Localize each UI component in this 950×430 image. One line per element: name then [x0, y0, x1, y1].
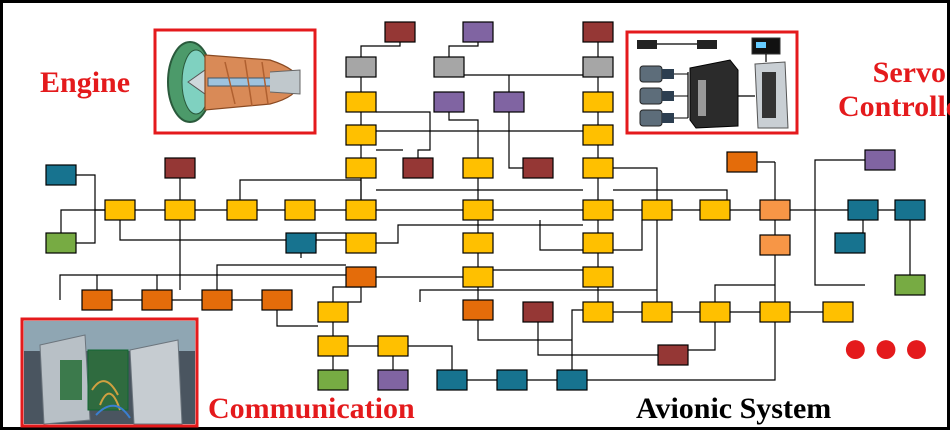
communication-hardware-photo-icon [24, 321, 195, 425]
network-node [345, 266, 377, 288]
network-node [384, 21, 416, 43]
network-node [345, 157, 377, 179]
connection-line [537, 322, 658, 356]
communication-label: Communication [208, 392, 415, 425]
network-node [377, 335, 409, 357]
network-node [345, 232, 377, 254]
network-node [582, 301, 614, 323]
network-node [462, 21, 494, 43]
connection-line [76, 210, 96, 244]
connection-line [587, 322, 776, 381]
network-node [164, 199, 196, 221]
network-node [317, 335, 349, 357]
network-node [582, 232, 614, 254]
network-node [641, 199, 673, 221]
network-node [141, 289, 173, 311]
connection-line [60, 209, 105, 243]
network-node [345, 56, 377, 78]
connection-line [216, 264, 346, 290]
connection-line [376, 111, 431, 158]
connection-line [508, 102, 523, 169]
connection-line [571, 309, 583, 370]
network-node [81, 289, 113, 311]
network-node [317, 301, 349, 323]
more-nodes-ellipsis: ●●● [842, 323, 934, 372]
network-node [522, 157, 554, 179]
connection-line [376, 224, 583, 244]
avionic-system-label: Avionic System [636, 392, 832, 425]
network-node [433, 91, 465, 113]
network-node [104, 199, 136, 221]
network-node [759, 301, 791, 323]
network-node [699, 301, 731, 323]
network-node [345, 199, 377, 221]
connection-line [613, 167, 658, 200]
network-node [522, 301, 554, 323]
network-node [345, 91, 377, 113]
connection-line [714, 284, 775, 302]
connection-line [348, 287, 362, 303]
network-node [582, 266, 614, 288]
network-node [759, 199, 791, 221]
network-node [433, 56, 465, 78]
network-node [402, 157, 434, 179]
network-node [261, 289, 293, 311]
network-node [657, 344, 689, 366]
network-node [462, 232, 494, 254]
network-node [726, 151, 758, 173]
connection-line [408, 345, 453, 370]
network-node [641, 301, 673, 323]
network-node [582, 21, 614, 43]
network-node [284, 199, 316, 221]
network-node [582, 56, 614, 78]
network-node [164, 157, 196, 179]
network-node [226, 199, 258, 221]
connection-line [59, 274, 346, 300]
connection-line [814, 159, 880, 286]
network-node [45, 164, 77, 186]
servo-controller-label: Servo Controller [838, 56, 950, 124]
network-node [436, 369, 468, 391]
network-node [894, 199, 926, 221]
network-node [822, 301, 854, 323]
network-node [834, 232, 866, 254]
network-node [556, 369, 588, 391]
network-node [462, 266, 494, 288]
connection-line [419, 289, 657, 302]
network-node [201, 289, 233, 311]
network-node [699, 199, 731, 221]
network-node [462, 157, 494, 179]
connection-line [276, 310, 318, 327]
connection-line [613, 189, 728, 200]
network-node [496, 369, 528, 391]
network-node [864, 149, 896, 171]
network-node [582, 91, 614, 113]
turbofan-engine-cutaway-icon [167, 41, 301, 123]
network-node [582, 199, 614, 221]
engine-label: Engine [40, 66, 131, 99]
network-node [582, 157, 614, 179]
network-node [493, 91, 525, 113]
servo-word: Servo [872, 56, 946, 89]
network-node [582, 124, 614, 146]
network-node [759, 234, 791, 256]
network-node [462, 299, 494, 321]
servo-motor-and-driver-icon [637, 37, 789, 129]
network-node [285, 232, 317, 254]
network-node [345, 124, 377, 146]
network-node [377, 369, 409, 391]
connection-line [688, 322, 716, 351]
connection-line [477, 320, 572, 341]
network-node [894, 274, 926, 296]
network-node [45, 232, 77, 254]
network-node [317, 369, 349, 391]
network-node [462, 199, 494, 221]
controller-word: Controller [838, 90, 950, 123]
network-node [847, 199, 879, 221]
